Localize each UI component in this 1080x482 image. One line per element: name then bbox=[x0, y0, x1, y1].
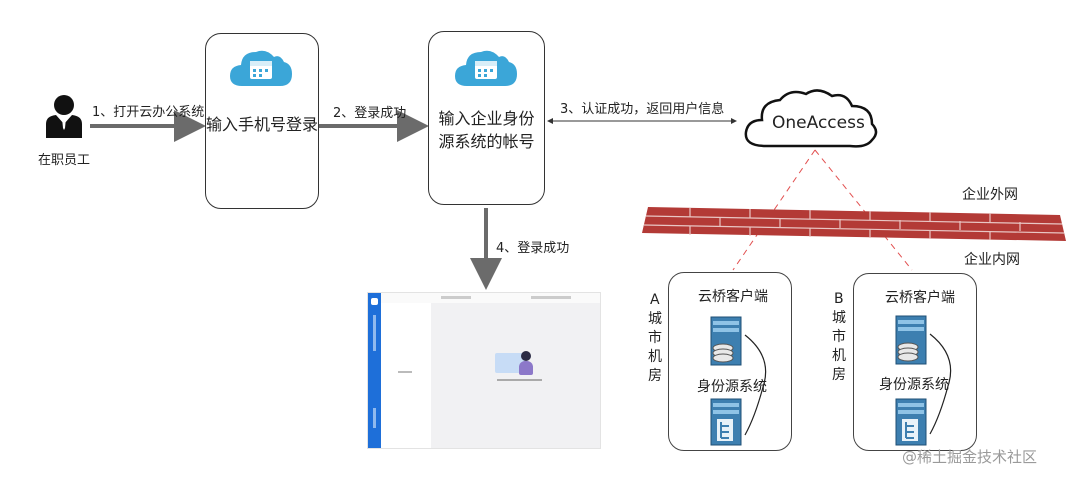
oneaccess-label: OneAccess bbox=[772, 113, 865, 133]
app-main-pane bbox=[431, 303, 600, 448]
oneaccess-cloud-icon bbox=[738, 86, 882, 156]
server-tree-icon bbox=[709, 397, 745, 451]
step3-label: 3、认证成功，返回用户信息 bbox=[560, 102, 725, 117]
room-b-side-1: 城 bbox=[832, 310, 846, 326]
server-disk-icon bbox=[894, 314, 930, 370]
room-a-side-1: 城 bbox=[648, 311, 662, 327]
room-b-connector bbox=[929, 333, 952, 435]
room-a-connector bbox=[744, 334, 767, 436]
employee-icon bbox=[44, 94, 84, 138]
room-b-client-label: 云桥客户端 bbox=[885, 290, 955, 306]
room-a-box: 云桥客户端 身份源系统 bbox=[668, 272, 792, 451]
room-a-side-3: 机 bbox=[648, 349, 662, 365]
room-a-client-label: 云桥客户端 bbox=[698, 289, 768, 305]
room-a-system-label: 身份源系统 bbox=[697, 379, 767, 395]
dashed-link-a bbox=[732, 149, 816, 271]
step4-label: 4、登录成功 bbox=[496, 241, 570, 256]
identity-text-line2: 源系统的帐号 bbox=[438, 132, 535, 151]
phone-login-text: 输入手机号登录 bbox=[206, 115, 319, 134]
room-b-letter: B bbox=[834, 291, 844, 307]
app-sidebar bbox=[368, 293, 381, 448]
firewall-brick-wall bbox=[640, 203, 1070, 247]
identity-text-line1: 输入企业身份 bbox=[438, 109, 535, 128]
room-a-side-4: 房 bbox=[648, 368, 662, 384]
cloud-calendar-icon bbox=[228, 44, 294, 92]
room-a-letter: A bbox=[650, 292, 660, 308]
employee-label: 在职员工 bbox=[38, 153, 91, 168]
app-list-pane bbox=[381, 303, 431, 448]
app-screenshot-thumbnail bbox=[367, 292, 601, 449]
cloud-calendar-icon bbox=[453, 44, 519, 92]
outer-network-label: 企业外网 bbox=[962, 187, 1018, 203]
phone-login-card: 输入手机号登录 bbox=[205, 33, 319, 209]
server-disk-icon bbox=[709, 315, 745, 371]
room-b-box: 云桥客户端 身份源系统 bbox=[853, 273, 977, 451]
server-tree-icon bbox=[894, 397, 930, 451]
dashed-link-b bbox=[814, 149, 913, 271]
identity-account-card: 输入企业身份 源系统的帐号 bbox=[428, 31, 545, 205]
room-b-side-3: 机 bbox=[832, 348, 846, 364]
room-b-system-label: 身份源系统 bbox=[879, 377, 949, 393]
room-a-side-2: 市 bbox=[648, 330, 662, 346]
inner-network-label: 企业内网 bbox=[964, 252, 1020, 268]
step2-label: 2、登录成功 bbox=[333, 106, 407, 121]
watermark: @稀土掘金技术社区 bbox=[902, 448, 1038, 466]
room-b-side-2: 市 bbox=[832, 329, 846, 345]
step1-label: 1、打开云办公系统 bbox=[92, 105, 205, 120]
room-b-side-4: 房 bbox=[832, 367, 846, 383]
